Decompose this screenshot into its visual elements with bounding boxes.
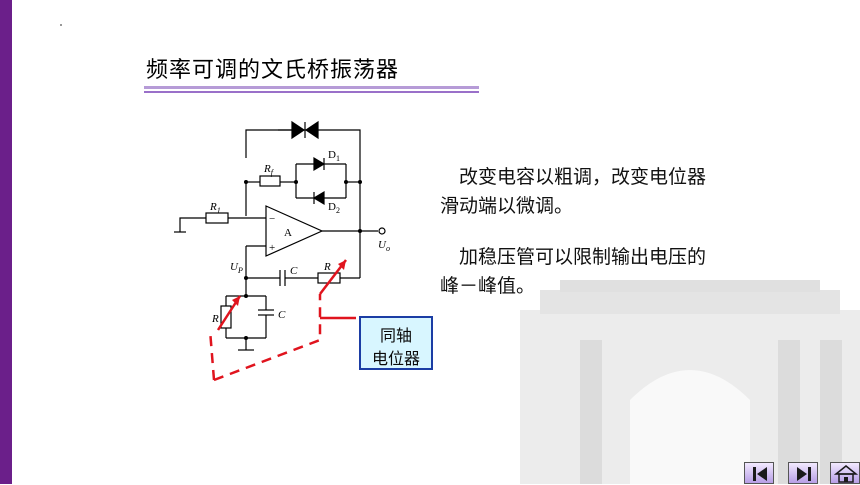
background-gate-image — [520, 280, 860, 484]
rf-label: Rf — [263, 163, 275, 177]
paragraph-1-text: 改变电容以粗调，改变电位器滑动端以微调。 — [440, 166, 707, 217]
last-slide-button[interactable] — [788, 462, 818, 484]
c-top-label: C — [290, 265, 298, 277]
accent-bar — [0, 0, 12, 484]
wien-bridge-circuit: Rf R1 D1 D2 A − + Uo UP C R R C — [174, 120, 390, 382]
d1-label: D1 — [328, 149, 340, 163]
c-bottom-label: C — [278, 309, 286, 321]
page-title: 频率可调的文氏桥振荡器 — [146, 58, 400, 83]
home-icon — [833, 465, 859, 483]
paragraph-coarse-fine-tuning: 改变电容以粗调，改变电位器滑动端以微调。 — [440, 163, 720, 221]
decor-dot — [60, 24, 62, 26]
paragraph-2-text: 加稳压管可以限制输出电压的峰－峰值。 — [440, 246, 707, 297]
callout-line-1: 同轴 — [379, 326, 412, 345]
skip-first-icon — [753, 467, 767, 481]
minus-label: − — [269, 213, 275, 225]
title-underline — [144, 86, 479, 89]
title-underline-2 — [144, 91, 479, 93]
r-top-label: R — [323, 261, 331, 273]
home-button[interactable] — [830, 462, 860, 484]
skip-last-icon — [797, 467, 811, 481]
uo-label: Uo — [378, 239, 390, 253]
coaxial-potentiometer-callout: 同轴 电位器 — [359, 316, 433, 370]
amp-label: A — [284, 227, 292, 239]
d2-label: D2 — [328, 201, 340, 215]
plus-label: + — [269, 242, 275, 254]
r-bottom-label: R — [211, 313, 219, 325]
paragraph-zener-limit: 加稳压管可以限制输出电压的峰－峰值。 — [440, 243, 720, 301]
callout-line-2: 电位器 — [371, 349, 420, 368]
first-slide-button[interactable] — [744, 462, 774, 484]
up-label: UP — [230, 261, 243, 275]
r1-label: R1 — [209, 201, 221, 215]
